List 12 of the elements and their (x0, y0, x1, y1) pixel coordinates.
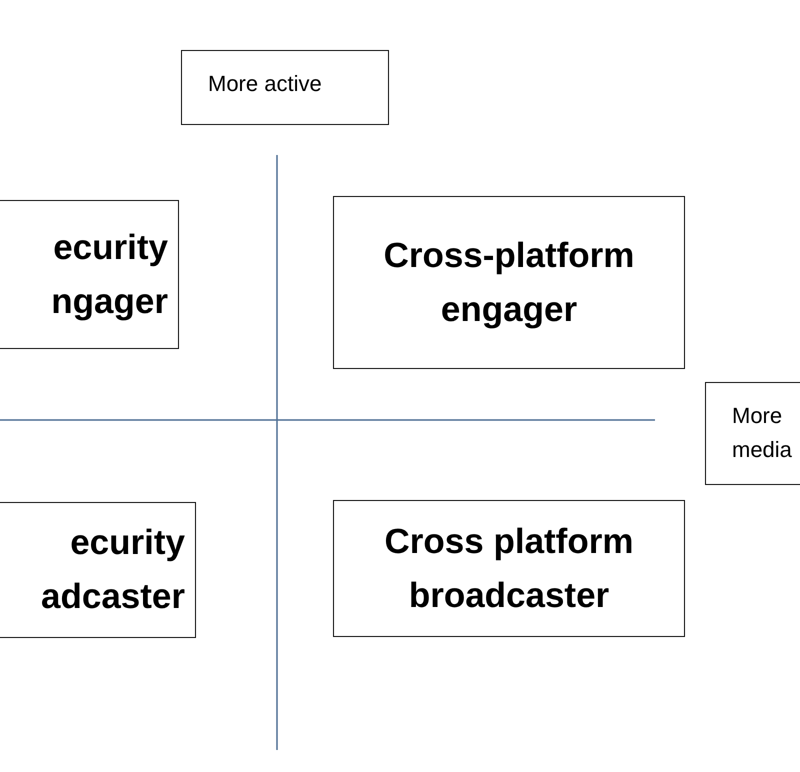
axis-label: More media (732, 402, 793, 464)
label-box (181, 50, 389, 125)
quadrant-box (333, 500, 685, 637)
quadrant-box (0, 200, 179, 349)
axis-label: More active (208, 70, 322, 98)
label-box (705, 382, 800, 485)
quadrant-label: Cross-platform engager (382, 234, 636, 330)
quadrant-label: ecurity adcaster (40, 522, 185, 618)
quadrant-box (0, 502, 196, 638)
quadrant-label: Cross platform broadcaster (384, 520, 634, 616)
quadrant-box (333, 196, 685, 369)
quadrant-label: ecurity ngager (50, 226, 168, 322)
